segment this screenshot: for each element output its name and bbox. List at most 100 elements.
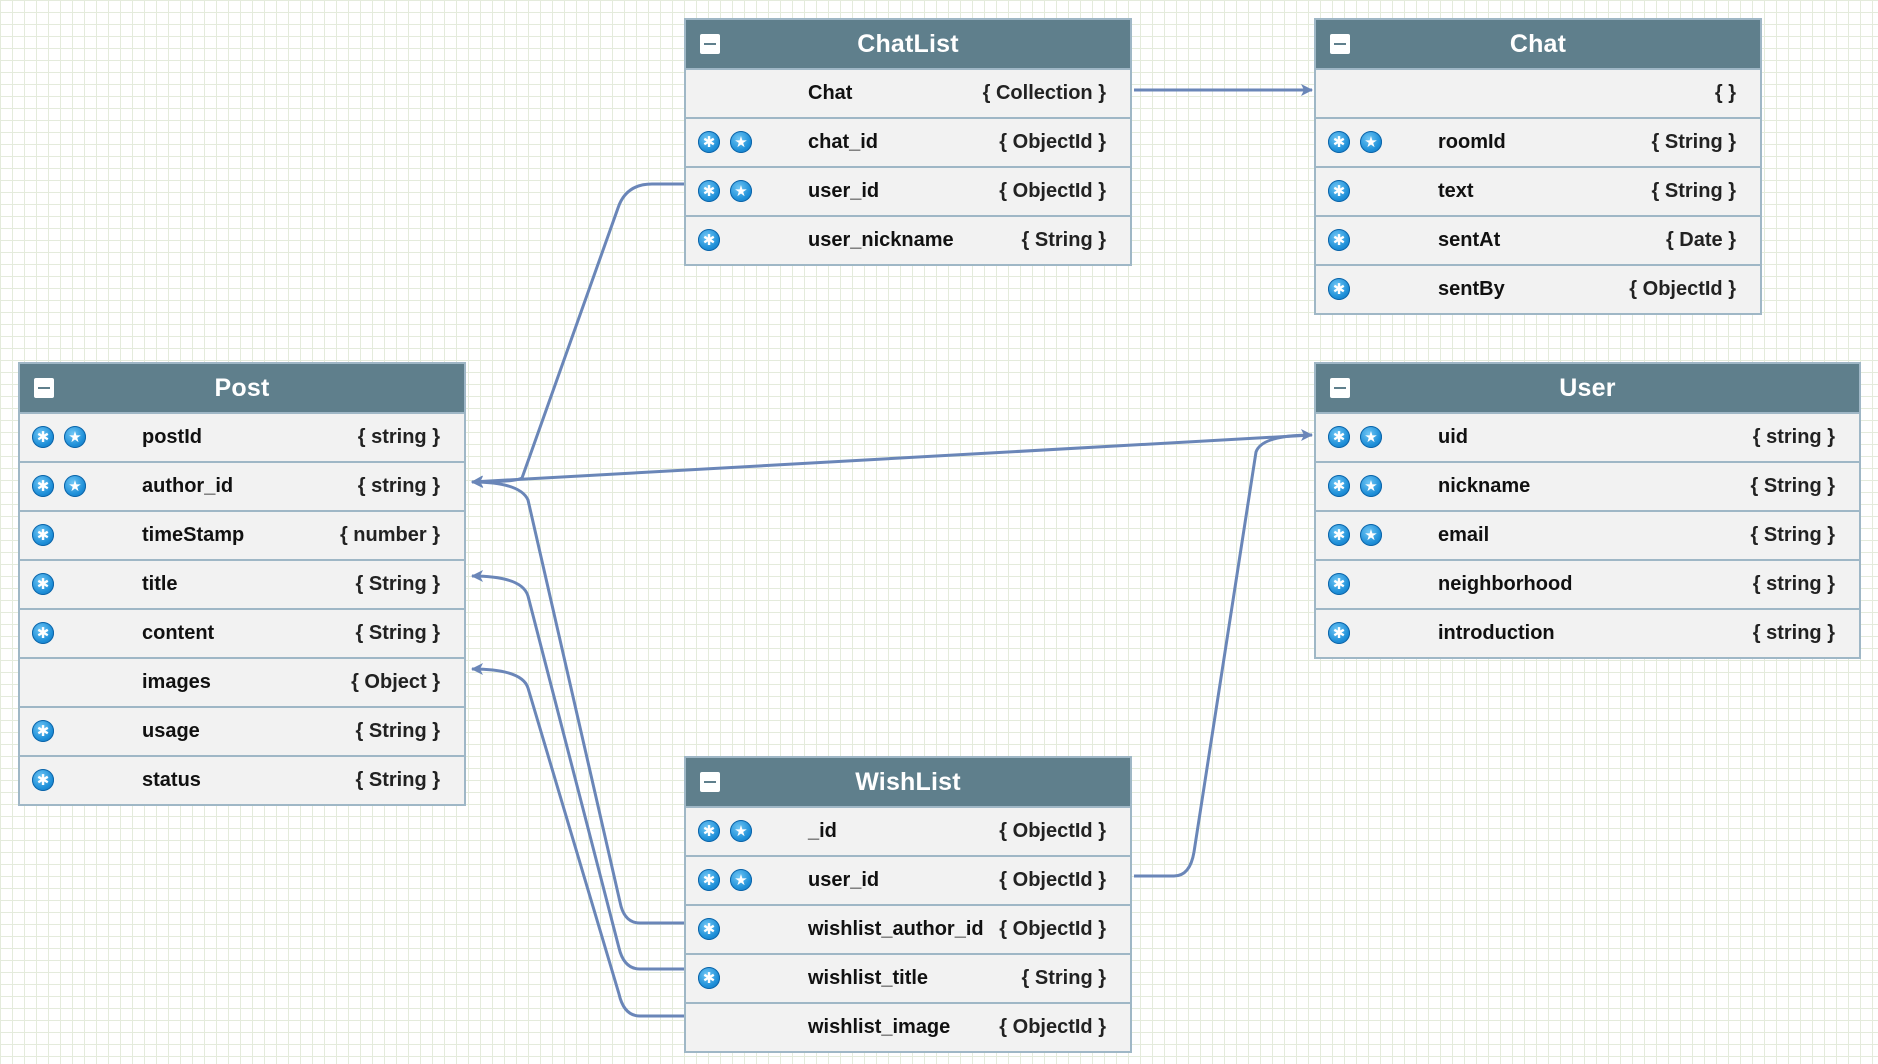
field-row[interactable]: { }	[1316, 68, 1760, 117]
key-icon: ✱	[1328, 131, 1350, 153]
entity-header[interactable]: ChatList	[686, 20, 1130, 68]
entity-header[interactable]: Post	[20, 364, 464, 412]
entity-chat[interactable]: Chat { } ✱★ roomId { String } ✱ text { S…	[1314, 18, 1762, 315]
key-icon: ✱	[1328, 426, 1350, 448]
field-row[interactable]: ✱ title { String }	[20, 559, 464, 608]
key-icon: ✱	[698, 869, 720, 891]
star-icon: ★	[1360, 426, 1382, 448]
field-row[interactable]: ✱★ uid { string }	[1316, 412, 1859, 461]
key-icon: ✱	[32, 524, 54, 546]
entity-header[interactable]: Chat	[1316, 20, 1760, 68]
field-name: nickname	[1438, 475, 1531, 497]
key-icon: ✱	[1328, 180, 1350, 202]
field-row[interactable]: ✱ timeStamp { number }	[20, 510, 464, 559]
collapse-icon[interactable]	[700, 772, 720, 792]
field-row[interactable]: ✱ usage { String }	[20, 706, 464, 755]
field-row[interactable]: ✱★ postId { string }	[20, 412, 464, 461]
field-row[interactable]: ✱ sentAt { Date }	[1316, 215, 1760, 264]
field-type: { ObjectId }	[999, 820, 1106, 842]
key-icon: ✱	[1328, 475, 1350, 497]
relation-wishlist-image-post-images	[471, 663, 684, 1018]
field-row[interactable]: ✱ user_nickname { String }	[686, 215, 1130, 264]
field-row[interactable]: ✱★ nickname { String }	[1316, 461, 1859, 510]
field-name: introduction	[1438, 622, 1555, 644]
field-name: wishlist_author_id	[808, 918, 984, 940]
key-icon: ✱	[1328, 622, 1350, 644]
relation-wishlist-user	[1134, 429, 1313, 878]
field-name: sentBy	[1438, 278, 1505, 300]
field-name: uid	[1438, 426, 1468, 448]
field-row[interactable]: ✱ content { String }	[20, 608, 464, 657]
field-type: { ObjectId }	[999, 131, 1106, 153]
relation-wishlist-author-post-author	[471, 476, 684, 925]
key-icon: ✱	[698, 918, 720, 940]
field-row[interactable]: ✱★ chat_id { ObjectId }	[686, 117, 1130, 166]
field-row[interactable]: ✱ wishlist_title { String }	[686, 953, 1130, 1002]
key-icon: ✱	[1328, 229, 1350, 251]
star-icon: ★	[64, 475, 86, 497]
field-row[interactable]: ✱ ★ user_id { ObjectId }	[686, 166, 1130, 215]
relation-user-post-author	[471, 433, 1313, 488]
key-icon: ✱	[698, 180, 720, 202]
field-type: { ObjectId }	[999, 1016, 1106, 1038]
field-row[interactable]: ✱ text { String }	[1316, 166, 1760, 215]
collapse-icon[interactable]	[1330, 378, 1350, 398]
field-type: { }	[1714, 82, 1736, 104]
key-icon: ✱	[32, 475, 54, 497]
key-icon: ✱	[698, 967, 720, 989]
entity-chatlist[interactable]: ChatList Chat { Collection } ✱★ chat_id …	[684, 18, 1132, 266]
field-name: usage	[142, 720, 200, 742]
field-row[interactable]: ✱★ _id { ObjectId }	[686, 806, 1130, 855]
field-type: { ObjectId }	[999, 180, 1106, 202]
star-icon: ★	[1360, 524, 1382, 546]
field-name: user_id	[808, 869, 880, 891]
field-row[interactable]: ✱ neighborhood { string }	[1316, 559, 1859, 608]
field-type: { string }	[357, 475, 440, 497]
field-row[interactable]: Chat { Collection }	[686, 68, 1130, 117]
star-icon: ★	[730, 131, 752, 153]
entity-user[interactable]: User ✱★ uid { string } ✱★ nickname { Str…	[1314, 362, 1861, 659]
field-type: { String }	[1750, 475, 1835, 497]
field-row[interactable]: ✱ introduction { string }	[1316, 608, 1859, 657]
key-icon: ✱	[32, 769, 54, 791]
field-name: timeStamp	[142, 524, 245, 546]
field-type: { String }	[1651, 180, 1736, 202]
field-name: chat_id	[808, 131, 879, 153]
entity-post[interactable]: Post ✱★ postId { string } ✱ ★ author_id {…	[18, 362, 466, 806]
collapse-icon[interactable]	[1330, 34, 1350, 54]
key-icon: ✱	[698, 820, 720, 842]
field-row[interactable]: ✱ sentBy { ObjectId }	[1316, 264, 1760, 313]
field-row[interactable]: wishlist_image { ObjectId }	[686, 1002, 1130, 1051]
field-name: title	[142, 573, 178, 595]
field-type: { number }	[339, 524, 440, 546]
entity-title: ChatList	[857, 29, 959, 58]
field-row[interactable]: ✱ status { String }	[20, 755, 464, 804]
field-row[interactable]: images { Object }	[20, 657, 464, 706]
entity-header[interactable]: User	[1316, 364, 1859, 412]
field-row[interactable]: ✱ wishlist_author_id { ObjectId }	[686, 904, 1130, 953]
field-row[interactable]: ✱★ email { String }	[1316, 510, 1859, 559]
key-icon: ✱	[1328, 573, 1350, 595]
field-name: wishlist_title	[808, 967, 929, 989]
field-type: { string }	[1752, 622, 1835, 644]
relation-wishlist-title-post-title	[471, 570, 684, 971]
entity-wishlist[interactable]: WishList ✱★ _id { ObjectId } ✱★ user_id …	[684, 756, 1132, 1053]
field-name: images	[142, 671, 211, 693]
field-name: sentAt	[1438, 229, 1501, 251]
field-name: user_id	[808, 180, 880, 202]
key-icon: ✱	[32, 426, 54, 448]
field-row[interactable]: ✱★ roomId { String }	[1316, 117, 1760, 166]
field-name: author_id	[142, 475, 234, 497]
field-type: { String }	[1651, 131, 1736, 153]
collapse-icon[interactable]	[34, 378, 54, 398]
field-type: { Object }	[351, 671, 440, 693]
field-row[interactable]: ✱★ user_id { ObjectId }	[686, 855, 1130, 904]
star-icon: ★	[730, 180, 752, 202]
entity-header[interactable]: WishList	[686, 758, 1130, 806]
field-row[interactable]: ✱ ★ author_id { string }	[20, 461, 464, 510]
collapse-icon[interactable]	[700, 34, 720, 54]
field-type: { ObjectId }	[999, 918, 1106, 940]
field-name: Chat	[808, 82, 853, 104]
star-icon: ★	[1360, 131, 1382, 153]
field-type: { ObjectId }	[1629, 278, 1736, 300]
